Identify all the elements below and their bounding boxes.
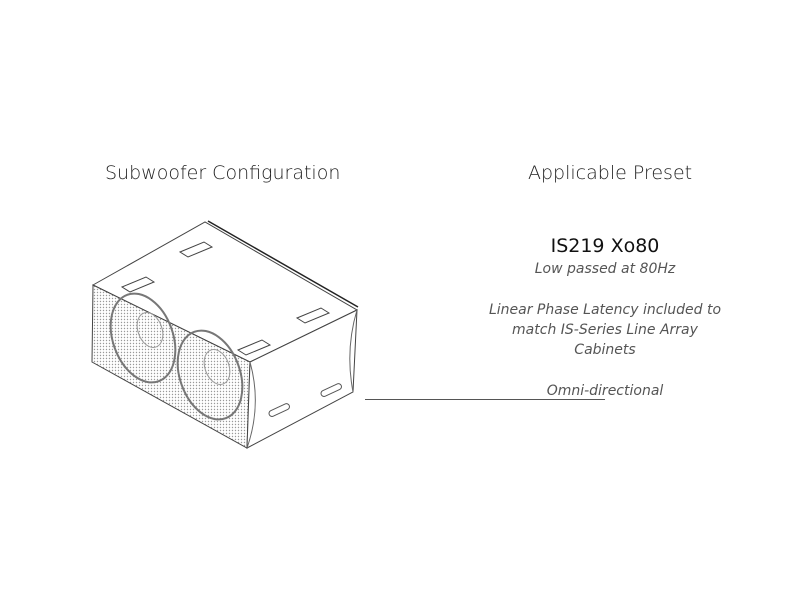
rigging-points (120, 241, 331, 356)
left-heading: Subwoofer Configuration (105, 162, 341, 184)
preset-latency-note: Linear Phase Latency included to match I… (488, 302, 722, 358)
woofer-left (109, 292, 177, 384)
preset-directivity: Omni-directional (546, 383, 664, 399)
woofer-right (176, 329, 244, 421)
preset-filter: Low passed at 80Hz (534, 261, 676, 277)
preset-name: IS219 Xo80 (550, 235, 660, 257)
right-heading: Applicable Preset (528, 162, 693, 184)
callout-line (365, 399, 605, 400)
handles (268, 383, 342, 417)
